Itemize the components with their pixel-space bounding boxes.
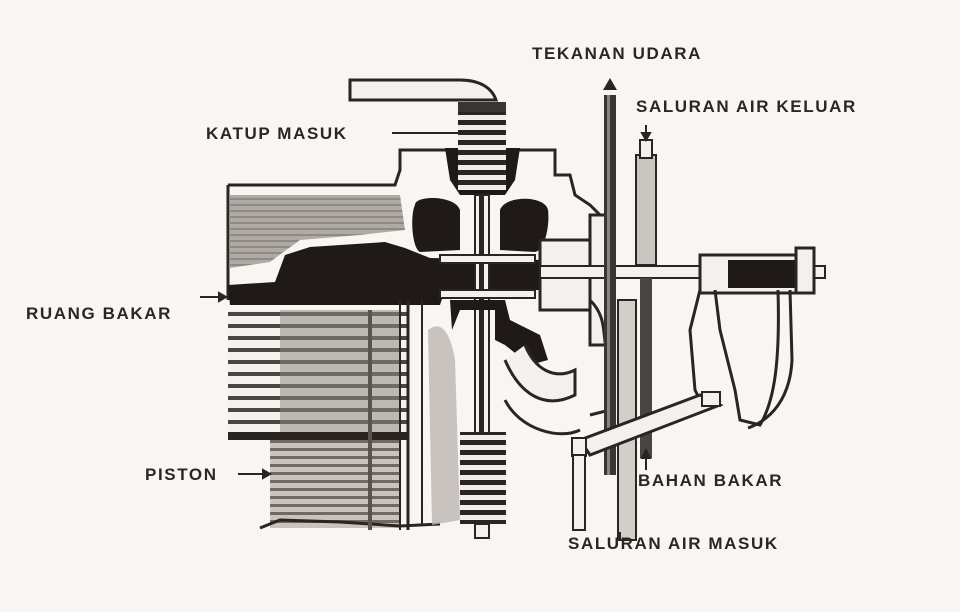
cylinder-head — [226, 148, 602, 300]
piston — [270, 440, 400, 528]
label-saluran-air-masuk: SALURAN AIR MASUK — [568, 534, 779, 553]
label-tekanan-udara: TEKANAN UDARA — [532, 44, 703, 63]
water-jacket — [230, 195, 405, 268]
rocker-arm — [348, 78, 499, 102]
solenoid-coil — [728, 260, 800, 288]
water-outlet-tube — [635, 154, 657, 266]
label-saluran-air-keluar: SALURAN AIR KELUAR — [636, 97, 857, 116]
label-ruang-bakar: RUANG BAKAR — [26, 304, 173, 323]
upper-valve-spring — [458, 110, 506, 190]
leader-lines — [200, 125, 652, 540]
label-piston: PISTON — [145, 465, 218, 484]
lower-valve-spring — [460, 432, 506, 524]
label-bahan-bakar: BAHAN BAKAR — [638, 471, 784, 490]
label-katup-masuk: KATUP MASUK — [206, 124, 348, 143]
